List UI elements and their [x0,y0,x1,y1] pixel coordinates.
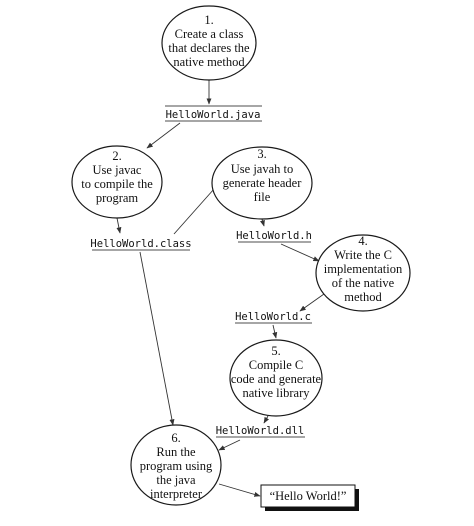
edge-java-to-step2 [146,122,181,149]
step-6-line-3: the java [156,473,196,487]
step-4-line-3: of the native [332,276,395,290]
file-header-label: HelloWorld.h [236,230,312,243]
edge-step5-to-dll [263,415,270,424]
step-3-number: 3. [257,147,266,161]
step-4-line-4: method [344,290,382,304]
step-3-line-3: file [254,190,271,204]
step-5-line-3: native library [243,386,311,400]
step-4-ellipse [315,234,411,312]
edge-dll-to-step6 [218,439,241,451]
step-4-line-2: implementation [324,262,403,276]
step-4-line-1: Write the C [334,248,392,262]
step-5-line-2: code and generate [231,372,322,386]
step-4-number: 4. [358,234,367,248]
step-5-node: 5. Compile C code and generate native li… [229,339,323,417]
file-class-text: HelloWorld.class [90,238,191,250]
file-csrc-text: HelloWorld.c [235,311,311,323]
output-text: “Hello World!” [270,489,347,503]
output-box [260,484,356,508]
step-3-node: 3. Use javah to generate header file [211,146,313,220]
step-5-number: 5. [271,344,280,358]
step-6-line-2: program using [140,459,213,473]
step-1-node: 1. Create a class that declares the nati… [161,5,257,81]
file-java-label: HelloWorld.java [165,105,262,122]
step-6-node: 6. Run the program using the java interp… [130,424,222,506]
step-2-ellipse [71,145,163,219]
step-3-ellipse [211,146,313,220]
step-3-line-2: generate header [223,176,303,190]
step-2-node: 2. Use javac to compile the program [71,145,163,219]
edge-step6-to-output [218,483,261,497]
edge-header-to-step4 [280,243,320,262]
step-4-node: 4. Write the C implementation of the nat… [315,234,411,312]
step-1-line-2: that declares the [168,41,250,55]
edge-step4-to-csrc [299,293,325,312]
edge-class-to-step6 [139,251,175,426]
step-1-line-1: Create a class [175,27,244,41]
step-6-line-1: Run the [156,445,196,459]
step-3-line-1: Use javah to [231,162,293,176]
step-6-ellipse [130,424,222,506]
step-1-line-3: native method [173,55,245,69]
step-6-number: 6. [171,431,180,445]
step-2-number: 2. [112,149,121,163]
file-header-text: HelloWorld.h [236,230,312,242]
step-5-line-1: Compile C [249,358,304,372]
file-java-text: HelloWorld.java [166,109,261,121]
edge-csrc-to-step5 [272,324,278,339]
file-dll-text: HelloWorld.dll [216,425,305,437]
file-csrc-label: HelloWorld.c [235,311,312,324]
edge-step3-to-header [260,218,265,227]
file-class-label: HelloWorld.class [90,238,192,251]
edge-step2-to-class [116,217,122,234]
step-1-number: 1. [204,13,213,27]
step-2-line-3: program [96,191,139,205]
step-6-line-4: interpreter [150,487,203,501]
step-2-line-2: to compile the [81,177,153,191]
output-node: “Hello World!” [260,484,359,511]
file-dll-label: HelloWorld.dll [216,425,305,438]
step-2-line-1: Use javac [93,163,142,177]
step-1-ellipse [161,5,257,81]
step-5-ellipse [229,339,323,417]
